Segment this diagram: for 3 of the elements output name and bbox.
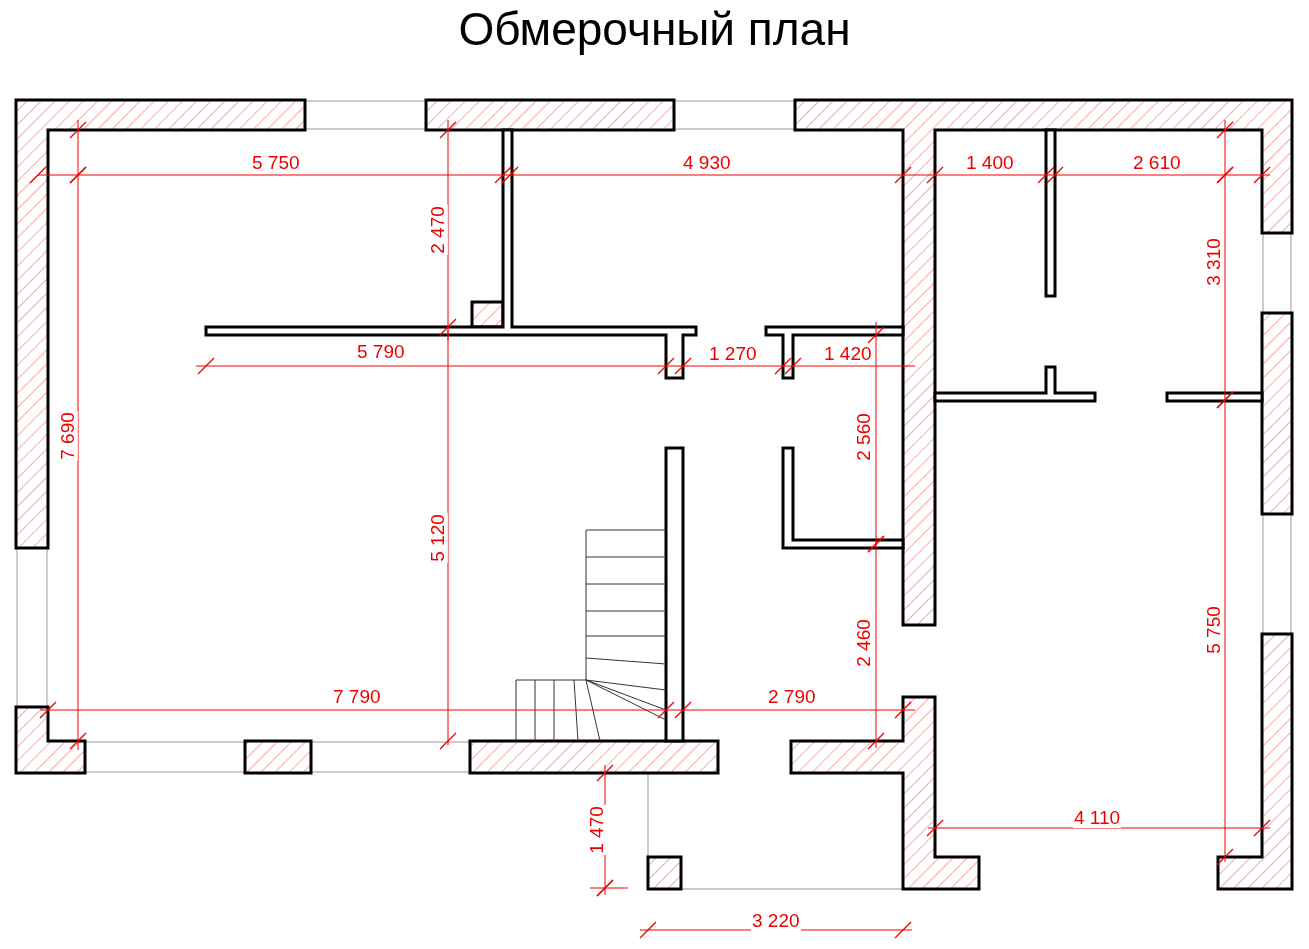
- dimension-label: 4 110: [1073, 808, 1122, 828]
- dimension-label: 3 220: [751, 911, 801, 931]
- title: Обмерочный план: [458, 2, 851, 56]
